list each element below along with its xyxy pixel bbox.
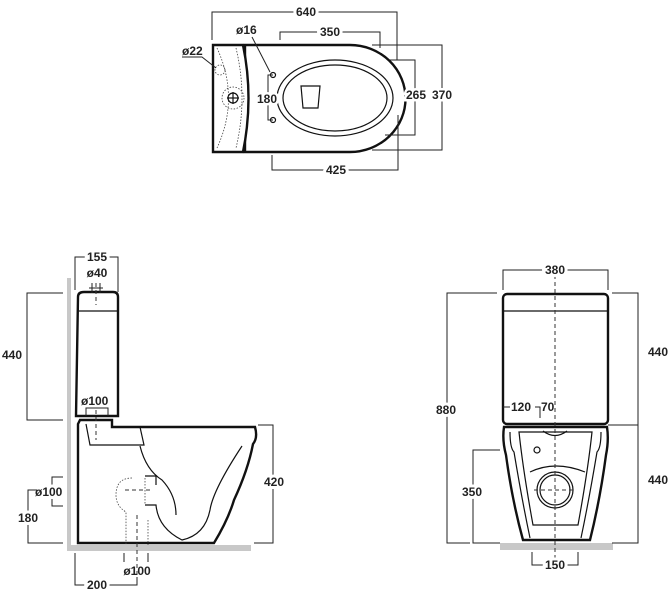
- dim-outlet-height-front: 350: [462, 485, 482, 499]
- dim-bowl-height: 420: [264, 475, 284, 489]
- side-bowl: [76, 418, 258, 545]
- dim-tank-depth: 155: [87, 250, 107, 264]
- dim-overall-height: 880: [436, 403, 456, 417]
- front-floor: [500, 543, 613, 550]
- wall: [67, 278, 71, 550]
- side-tank: [74, 290, 120, 418]
- dim-front-bowl-height: 440: [648, 473, 668, 487]
- dim-fixing-hole: ø16: [236, 23, 257, 37]
- dim-outlet-width: 150: [545, 558, 565, 572]
- dim-fixing-spacing: 180: [257, 92, 277, 106]
- dim-tap-hole: ø22: [182, 44, 203, 58]
- dim-inlet-offset-b: 70: [541, 400, 555, 414]
- dim-floor-outlet: ø100: [123, 564, 151, 578]
- dim-overall-width: 370: [432, 88, 452, 102]
- dim-front-tank-height: 440: [648, 345, 668, 359]
- seat-outer: [276, 59, 394, 137]
- front-view: 380 880 440 440 120 70 350 150: [433, 260, 670, 575]
- top-view: 640 350 ø16 ø22 180 265 370 425: [182, 2, 455, 180]
- dim-overall-length: 640: [296, 5, 316, 19]
- floor: [67, 545, 251, 551]
- dim-front-width: 380: [545, 263, 565, 277]
- inlet-icon: [533, 446, 541, 454]
- dim-seat-width: 265: [406, 88, 426, 102]
- bowl-outlet: [300, 85, 321, 109]
- side-view: 155 ø40 440 ø100 420 ø100 180 ø100 200: [0, 247, 287, 595]
- dim-outlet-distance: 200: [87, 578, 107, 592]
- front-bowl: [502, 425, 609, 542]
- dim-button-diameter: ø40: [87, 266, 108, 280]
- dim-tank-height: 440: [2, 348, 22, 362]
- dim-seat-length: 350: [320, 25, 340, 39]
- dim-flush-valve: ø100: [81, 394, 109, 408]
- dim-inlet-offset-a: 120: [511, 400, 531, 414]
- dim-outlet-height: 180: [18, 511, 38, 525]
- dim-bowl-to-fixing: 425: [326, 163, 346, 177]
- dim-horizontal-outlet: ø100: [35, 485, 63, 499]
